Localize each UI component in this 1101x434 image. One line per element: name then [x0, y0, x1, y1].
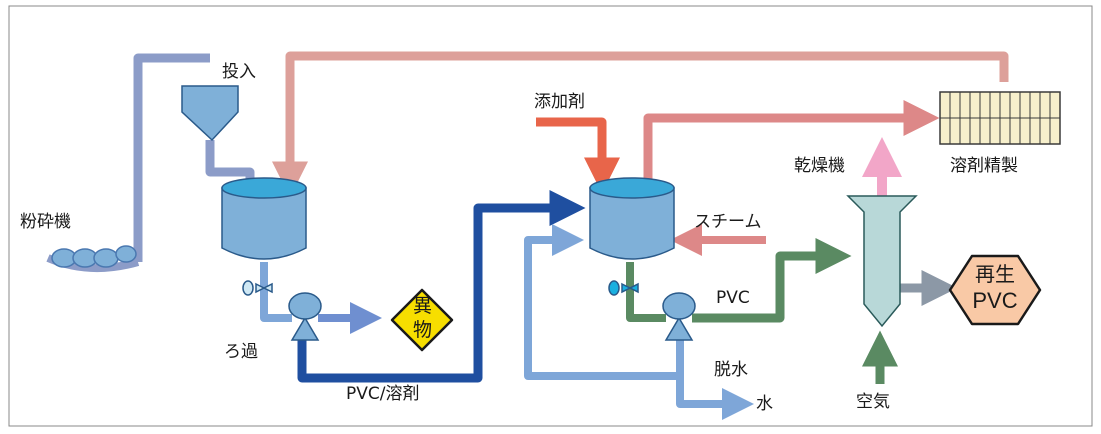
label-pvc: PVC — [716, 288, 750, 308]
label-foreign-matter-1: 異 — [413, 295, 433, 317]
solvent-return-line — [272, 51, 1009, 198]
crusher — [46, 245, 140, 273]
dryer — [846, 195, 918, 328]
recycled-pvc-badge — [948, 254, 1042, 326]
label-solvent-purification: 溶剤精製 — [950, 156, 1018, 176]
pump-2 — [662, 292, 696, 341]
label-recycled-2: PVC — [972, 288, 1018, 313]
additive-line — [536, 117, 620, 194]
label-recycled-1: 再生 — [975, 264, 1015, 286]
solvent-to-purification-line — [643, 100, 940, 190]
valve-2 — [608, 280, 639, 296]
hopper — [181, 85, 239, 142]
solvent-purification-unit — [939, 91, 1061, 145]
dissolving-tank-2 — [589, 177, 675, 260]
label-steam: スチーム — [694, 212, 762, 232]
label-air: 空気 — [856, 392, 890, 412]
label-crusher: 粉砕機 — [20, 212, 71, 232]
label-water: 水 — [756, 394, 773, 414]
water-line — [676, 376, 754, 420]
label-additive: 添加剤 — [534, 92, 585, 112]
feed-line — [133, 53, 210, 262]
pvc-to-dryer-line — [692, 238, 852, 323]
dissolving-tank-1 — [221, 177, 307, 260]
label-dryer: 乾燥機 — [794, 156, 845, 176]
diagram-border — [8, 5, 1093, 427]
label-foreign-matter-2: 物 — [413, 319, 433, 341]
foreign-matter-badge — [390, 288, 454, 352]
label-dewater: 脱水 — [714, 360, 748, 380]
valve-1 — [242, 280, 273, 296]
dewater-return-line — [524, 224, 684, 380]
label-filtration: ろ過 — [224, 342, 258, 362]
label-pvc-solvent: PVC/溶剤 — [346, 384, 420, 404]
label-feed: 投入 — [222, 62, 256, 82]
pvc-solvent-line — [297, 190, 586, 383]
tank1-outlet-line — [260, 262, 292, 322]
pump-1 — [288, 292, 322, 341]
tank2-outlet-line — [626, 262, 666, 322]
